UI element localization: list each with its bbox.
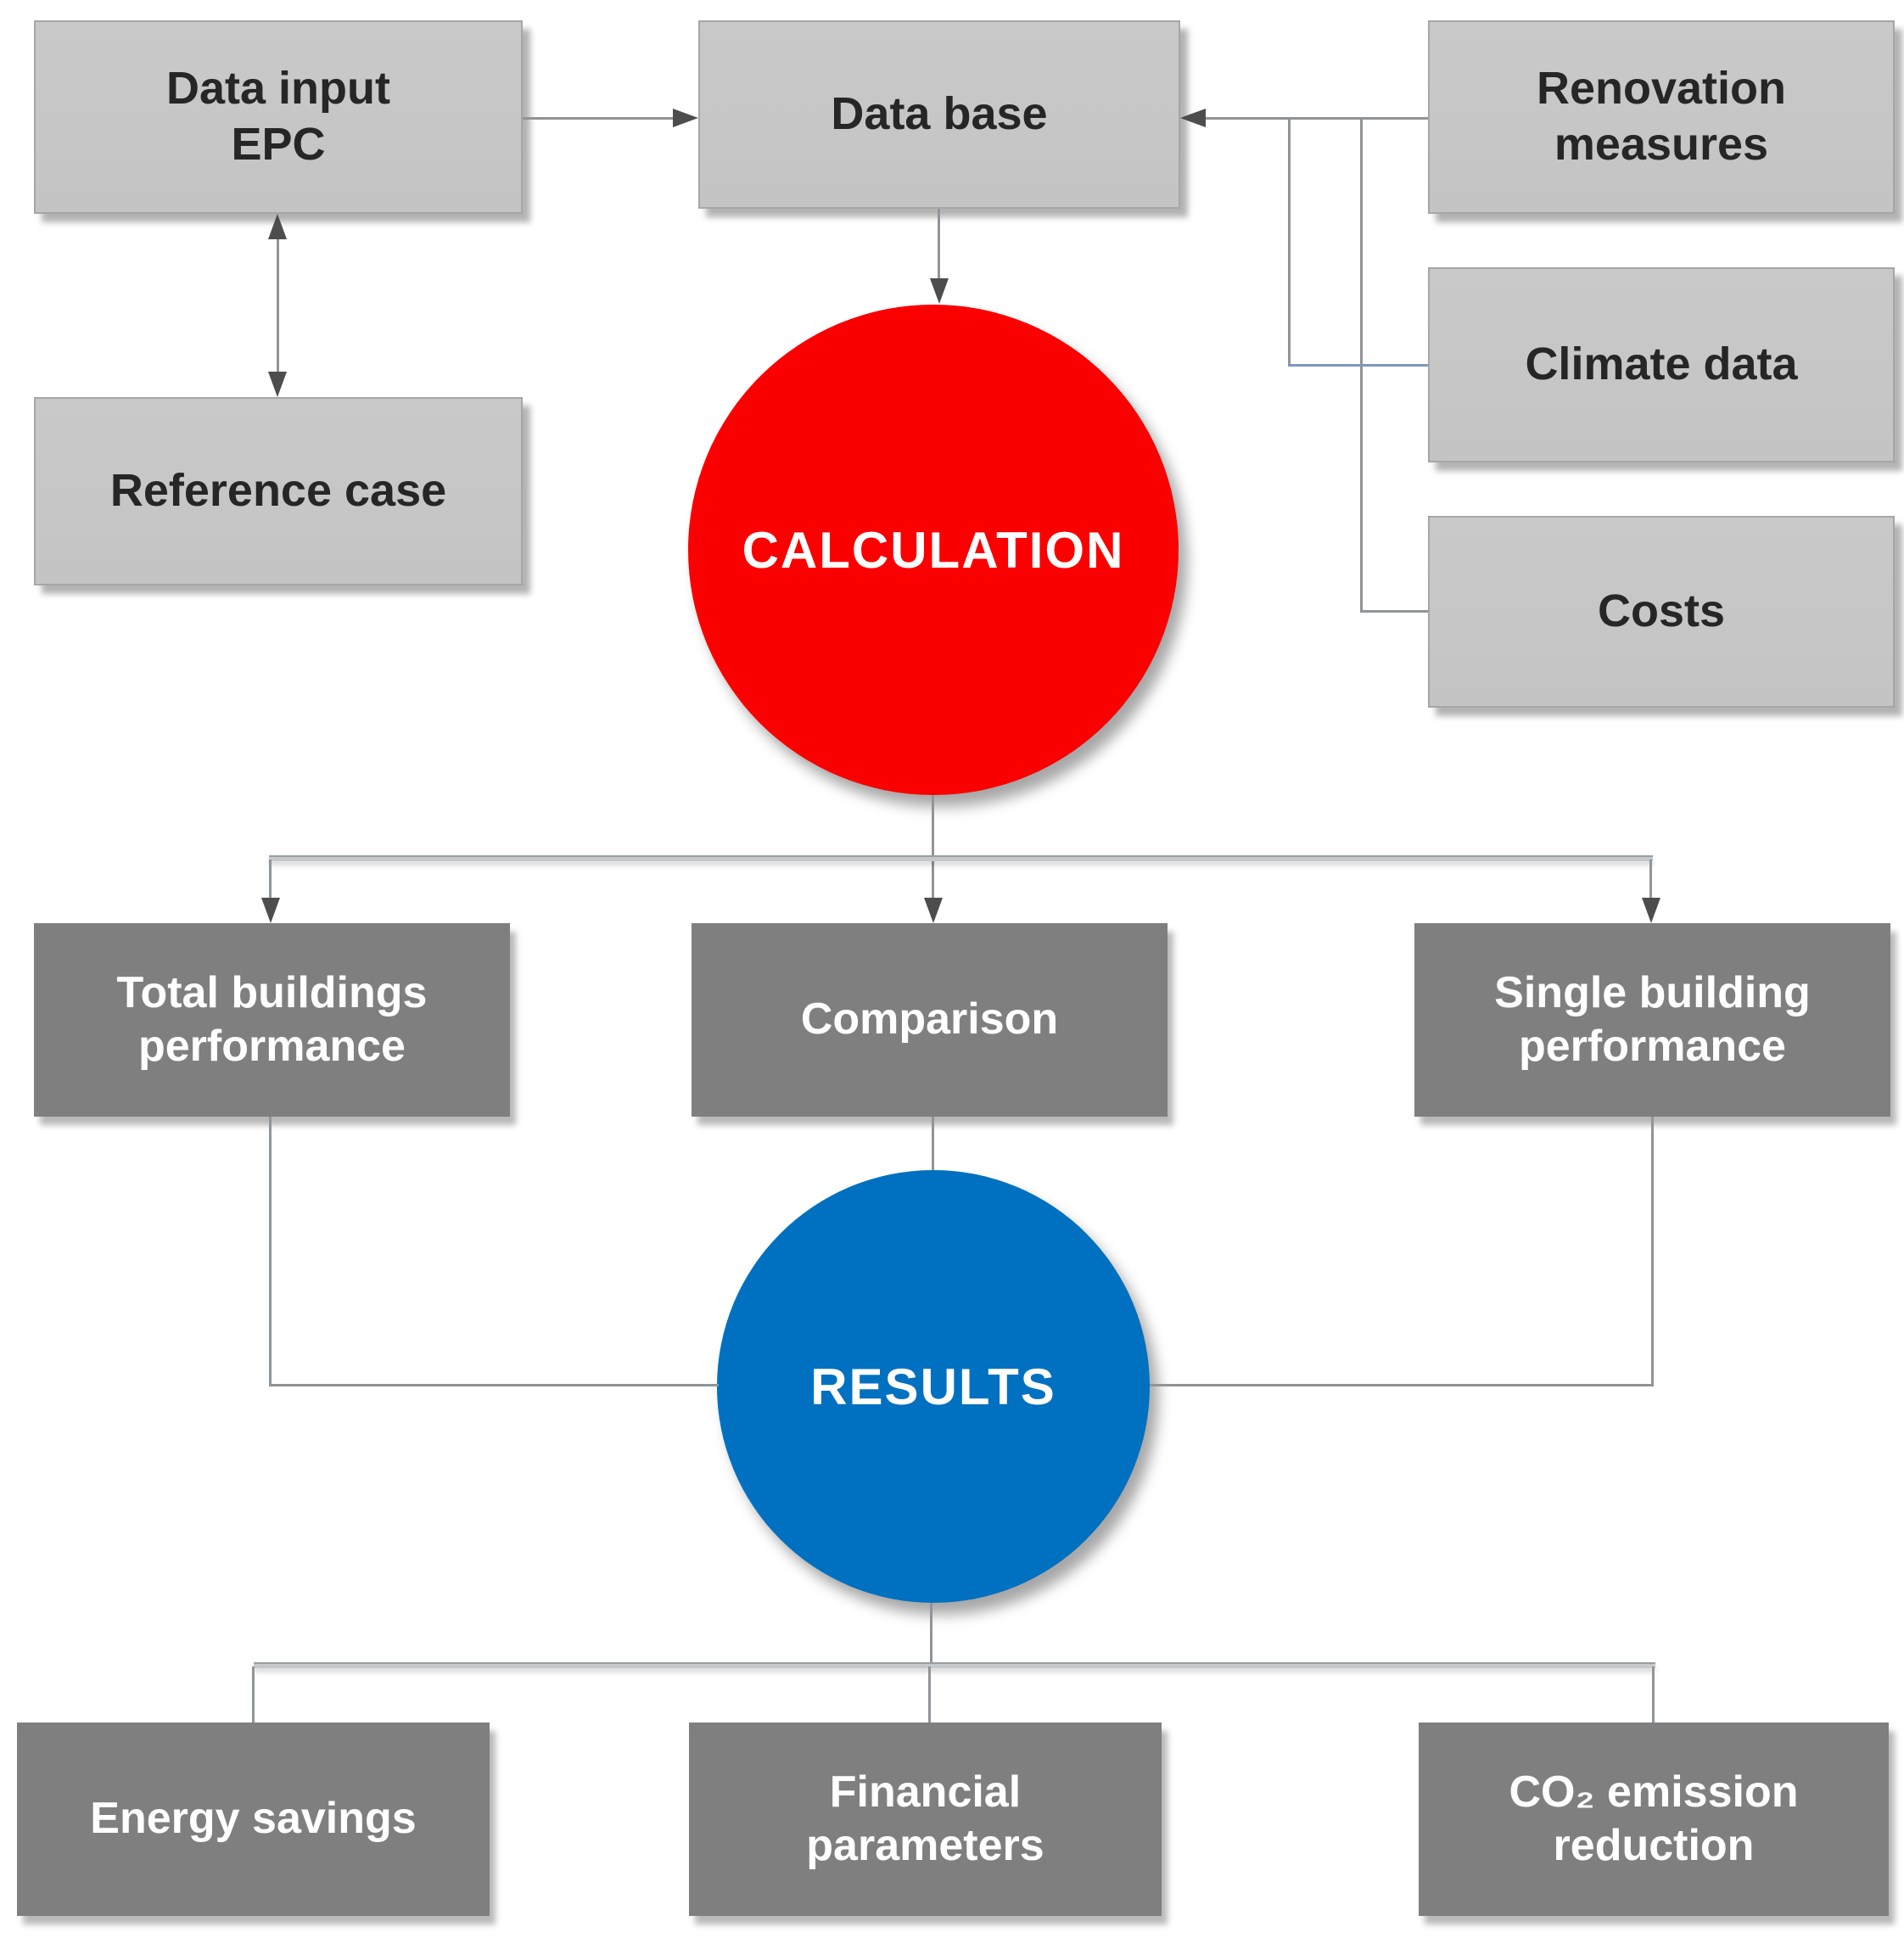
connector-datainput-referencecase <box>277 236 279 377</box>
connector-datainput-to-database <box>523 117 677 120</box>
circle-label: RESULTS <box>810 1358 1056 1415</box>
node-label: Financial <box>829 1767 1022 1817</box>
node-label: Data base <box>831 88 1048 140</box>
node-label: Total buildings <box>116 967 428 1017</box>
node-energy-savings: Energy savings <box>17 1722 490 1916</box>
node-label: EPC <box>231 119 326 170</box>
node-label: performance <box>137 1022 406 1071</box>
node-results-circle: RESULTS <box>717 1170 1150 1603</box>
node-renovation-measures: Renovation measures <box>1428 20 1895 214</box>
connector-costs-vertical <box>1360 117 1363 613</box>
connector-drop-financialparameters <box>928 1666 931 1722</box>
circle-label: CALCULATION <box>742 521 1125 579</box>
connector-database-to-calculation <box>938 209 940 280</box>
node-label: measures <box>1554 119 1769 170</box>
node-reference-case: Reference case <box>34 397 523 585</box>
connector-drop-co2reduction <box>1652 1666 1655 1722</box>
arrowhead-into-database-right <box>1180 109 1206 127</box>
connector-totalbuildings-to-results <box>269 1384 719 1386</box>
node-label: Reference case <box>109 465 447 517</box>
node-label: Comparison <box>800 994 1059 1045</box>
connector-climatedata-horizontal <box>1288 364 1428 367</box>
connector-comparison-to-results <box>932 1117 934 1170</box>
node-costs: Costs <box>1428 516 1895 708</box>
connector-branch-drop-right <box>1649 860 1652 899</box>
node-label: reduction <box>1553 1821 1755 1870</box>
node-calculation-circle: CALCULATION <box>688 305 1179 795</box>
node-single-building-performance: Single building performance <box>1414 923 1890 1117</box>
node-data-base: Data base <box>698 20 1180 209</box>
node-label: Costs <box>1597 585 1726 637</box>
connector-rightinputs-to-database <box>1201 117 1428 120</box>
connector-costs-horizontal <box>1360 610 1428 613</box>
node-total-buildings-performance: Total buildings performance <box>34 923 510 1117</box>
node-comparison: Comparison <box>692 923 1168 1117</box>
node-label: CO₂ emission <box>1509 1767 1799 1817</box>
node-label: Climate data <box>1525 339 1798 390</box>
node-financial-parameters: Financial parameters <box>689 1722 1162 1916</box>
arrowhead-into-datainput-bottom <box>268 214 287 239</box>
connector-drop-energysavings <box>252 1666 255 1722</box>
node-label: Energy savings <box>90 1794 417 1844</box>
arrowhead-into-comparison <box>924 898 943 923</box>
arrowhead-into-singlebuilding <box>1642 898 1660 923</box>
connector-climatedata-vertical <box>1288 117 1291 367</box>
node-label: Renovation <box>1536 63 1787 115</box>
arrowhead-into-totalbuildings <box>261 898 280 923</box>
node-label: parameters <box>806 1821 1044 1870</box>
connector-results-down <box>930 1603 932 1666</box>
node-label: performance <box>1518 1022 1786 1071</box>
node-label: Data input <box>166 63 390 115</box>
connector-totalbuildings-down <box>269 1117 272 1386</box>
node-co2-emission-reduction: CO₂ emission reduction <box>1419 1722 1889 1916</box>
connector-singlebuilding-down <box>1651 1117 1654 1386</box>
connector-singlebuilding-to-results <box>1150 1384 1654 1386</box>
node-climate-data: Climate data <box>1428 267 1895 462</box>
arrowhead-into-referencecase-top <box>268 372 287 397</box>
connector-branch-drop-left <box>269 860 272 899</box>
node-label: Single building <box>1494 967 1811 1017</box>
connector-results-branch <box>254 1662 1655 1668</box>
connector-calculation-branch <box>269 855 1653 861</box>
connector-calculation-down <box>932 795 934 899</box>
node-data-input-epc: Data input EPC <box>34 20 523 214</box>
arrowhead-into-calculation <box>930 278 949 304</box>
arrowhead-into-database-left <box>673 109 698 127</box>
